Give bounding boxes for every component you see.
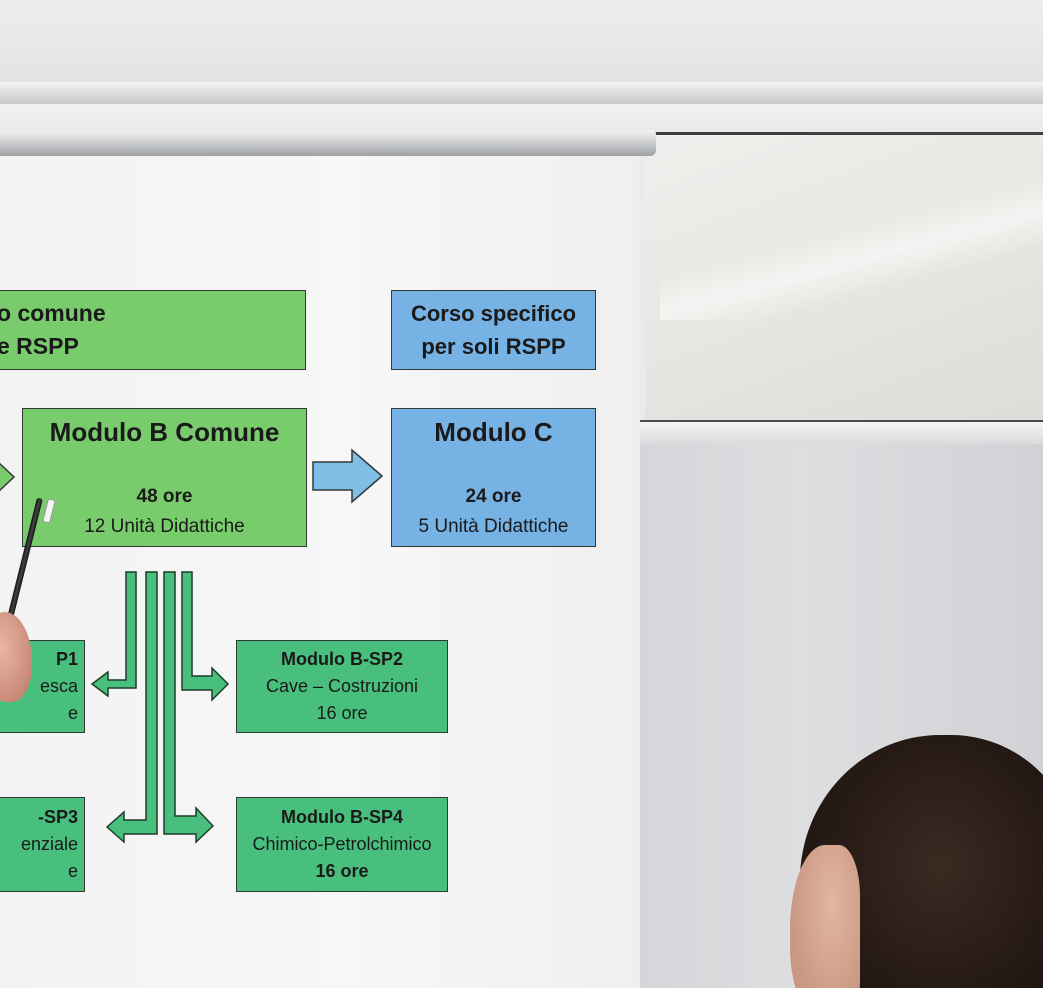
ceiling (0, 0, 1043, 82)
box-modulo-b-sp3: -SP3 enziale e (0, 797, 85, 892)
arrow-b-to-c (312, 448, 384, 504)
corso-comune-line-1: o comune (0, 300, 106, 326)
sp3-line-2: enziale (20, 834, 78, 854)
modulo-b-title: Modulo B Comune (49, 417, 280, 447)
projection-screen-housing (0, 130, 656, 156)
corso-comune-line-2: e RSPP (0, 333, 79, 359)
diagram-connectors (0, 448, 384, 844)
sp2-line-3: 16 ore (316, 703, 368, 723)
corso-specifico-line-2: per soli RSPP (421, 334, 566, 359)
sp2-line-1: Modulo B-SP2 (281, 649, 403, 669)
sp4-line-3: 16 ore (315, 861, 369, 881)
sp2-line-2: Cave – Costruzioni (265, 676, 419, 696)
branch-to-sp3 (105, 571, 158, 844)
box-corso-comune: o comune e RSPP (0, 290, 306, 370)
sp1-line-3: e (67, 703, 78, 723)
box-corso-specifico: Corso specifico per soli RSPP (391, 290, 596, 370)
corso-specifico-line-1: Corso specifico (410, 301, 577, 326)
modulo-b-units: 12 Unità Didattiche (84, 516, 245, 537)
box-modulo-b-sp4: Modulo B-SP4 Chimico-Petrolchimico 16 or… (236, 797, 448, 892)
box-modulo-b-sp2: Modulo B-SP2 Cave – Costruzioni 16 ore (236, 640, 448, 733)
branch-to-sp1 (90, 571, 137, 698)
modulo-c-units: 5 Unità Didattiche (418, 516, 569, 537)
sp3-line-1: -SP3 (37, 807, 78, 827)
branch-to-sp4 (163, 571, 215, 844)
sp1-line-1: P1 (55, 649, 78, 669)
box-modulo-c: Modulo C 24 ore 5 Unità Didattiche (391, 408, 596, 547)
arrow-into-modulo-b (0, 462, 16, 492)
window-frame (640, 420, 1043, 446)
sp3-line-3: e (67, 861, 78, 881)
modulo-c-title: Modulo C (434, 417, 553, 447)
sp4-line-2: Chimico-Petrolchimico (252, 834, 432, 854)
sp1-line-2: esca (39, 676, 78, 696)
window-glare (660, 180, 1043, 320)
modulo-c-hours: 24 ore (465, 486, 522, 507)
sp4-line-1: Modulo B-SP4 (281, 807, 403, 827)
modulo-b-hours: 48 ore (136, 486, 193, 507)
box-modulo-b-comune: Modulo B Comune 48 ore 12 Unità Didattic… (22, 408, 307, 547)
branch-to-sp2 (181, 571, 230, 702)
rail-shadow (0, 104, 1043, 130)
audience-member-face (790, 845, 860, 988)
